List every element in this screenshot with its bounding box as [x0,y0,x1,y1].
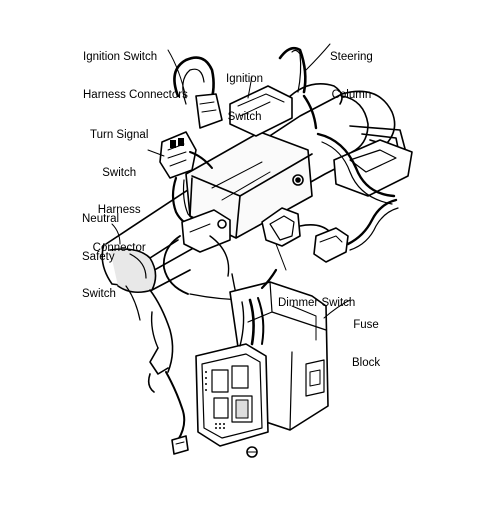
shaft-plate [334,140,412,196]
leader-lines [112,44,350,318]
wiring-harness-top [280,48,394,204]
turn-signal-harness [160,58,222,228]
label-ignition-switch-harness-connectors: Ignition Switch Harness Connectors [83,51,188,101]
label-ignition-switch: Ignition Switch [226,73,264,123]
fuse-block [196,270,328,457]
label-dimmer-switch: Dimmer Switch [278,297,356,309]
label-steering-column: Steering Column [330,51,373,101]
dimmer-switch [262,200,398,262]
label-fuse-block: Fuse Block [352,319,381,369]
neutral-safety-switch [164,210,230,294]
label-neutral-safety-switch: Neutral Safety Switch [82,213,120,300]
column-end-cap [102,240,190,292]
label-turn-signal-switch-harness-connector: Turn Signal Switch Harness Connector [90,129,149,254]
